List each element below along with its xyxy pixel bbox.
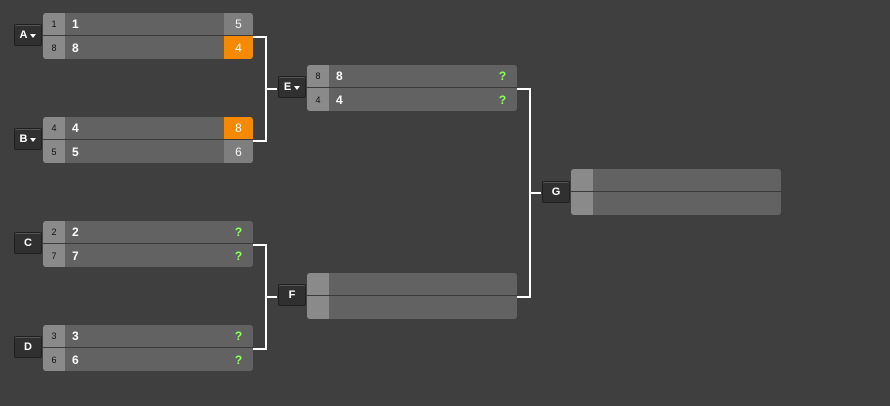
team-score[interactable] (488, 273, 517, 295)
chevron-down-icon (294, 85, 301, 90)
team-name: 6 (72, 352, 79, 367)
team-score-highlighted[interactable]: 4 (224, 36, 253, 59)
match-f (307, 273, 517, 319)
connector-c-out (253, 244, 267, 246)
chevron-down-icon (30, 33, 37, 38)
match-a-team-bottom[interactable]: 8 8 4 (43, 36, 253, 59)
connector-b-out (253, 140, 267, 142)
match-d-team-bottom[interactable]: 6 6 ? (43, 348, 253, 371)
team-seed (307, 296, 329, 319)
team-name: 1 (72, 17, 79, 31)
match-e-team-top[interactable]: 8 8 ? (307, 65, 517, 88)
match-label-text: D (24, 341, 32, 353)
match-label-text: C (24, 237, 32, 249)
connector-ab-to-e (265, 88, 277, 90)
team-seed (571, 169, 593, 191)
match-a-label-button[interactable]: A (14, 24, 42, 46)
team-seed: 2 (43, 221, 65, 243)
connector-cd-to-f (265, 296, 277, 298)
team-name: 4 (72, 121, 79, 135)
team-seed: 8 (43, 36, 65, 59)
team-score-unknown[interactable]: ? (234, 248, 243, 263)
connector-f-out (517, 296, 531, 298)
match-g (571, 169, 781, 215)
team-name: 8 (72, 40, 79, 55)
team-score[interactable] (488, 296, 517, 319)
match-c-team-top[interactable]: 2 2 ? (43, 221, 253, 244)
match-label-text: E (283, 81, 292, 93)
team-name: 3 (72, 329, 79, 343)
match-f-team-top[interactable] (307, 273, 517, 296)
connector-a-out (253, 36, 267, 38)
match-b-team-bottom[interactable]: 5 5 6 (43, 140, 253, 163)
match-d-label[interactable]: D (14, 336, 42, 358)
connector-e-out (517, 88, 531, 90)
connector-ef-to-g (529, 192, 541, 194)
team-seed: 6 (43, 348, 65, 371)
team-name: 5 (72, 144, 79, 159)
team-score[interactable]: 6 (224, 140, 253, 163)
team-score-unknown[interactable]: ? (498, 92, 507, 107)
match-d: 3 3 ? 6 6 ? (43, 325, 253, 371)
match-e-label-button[interactable]: E (278, 76, 306, 98)
connector-d-out (253, 348, 267, 350)
match-e-team-bottom[interactable]: 4 4 ? (307, 88, 517, 111)
team-seed: 5 (43, 140, 65, 163)
team-score-highlighted[interactable]: 8 (224, 117, 253, 139)
match-f-team-bottom[interactable] (307, 296, 517, 319)
match-f-label[interactable]: F (278, 284, 306, 306)
match-c-team-bottom[interactable]: 7 7 ? (43, 244, 253, 267)
team-score[interactable] (752, 192, 781, 215)
match-b-label-button[interactable]: B (14, 128, 42, 150)
team-seed: 7 (43, 244, 65, 267)
match-d-team-top[interactable]: 3 3 ? (43, 325, 253, 348)
match-c: 2 2 ? 7 7 ? (43, 221, 253, 267)
team-score[interactable]: 5 (224, 13, 253, 35)
match-g-team-bottom[interactable] (571, 192, 781, 215)
team-name: 7 (72, 248, 79, 263)
team-name: 8 (336, 69, 343, 83)
match-label-text: B (19, 133, 28, 145)
match-c-label[interactable]: C (14, 232, 42, 254)
team-seed (571, 192, 593, 215)
team-name: 4 (336, 92, 343, 107)
team-score-unknown[interactable]: ? (234, 329, 243, 343)
team-score-unknown[interactable]: ? (234, 225, 243, 239)
match-label-text: G (551, 186, 561, 198)
chevron-down-icon (30, 137, 37, 142)
team-seed (307, 273, 329, 295)
match-a-team-top[interactable]: 1 1 5 (43, 13, 253, 36)
team-score-unknown[interactable]: ? (234, 352, 243, 367)
team-seed: 1 (43, 13, 65, 35)
team-seed: 4 (307, 88, 329, 111)
team-score-unknown[interactable]: ? (498, 69, 507, 83)
match-a: 1 1 5 8 8 4 (43, 13, 253, 59)
match-label-text: F (288, 289, 296, 301)
team-seed: 4 (43, 117, 65, 139)
match-g-label[interactable]: G (542, 181, 570, 203)
team-score[interactable] (752, 169, 781, 191)
match-b: 4 4 8 5 5 6 (43, 117, 253, 163)
team-seed: 3 (43, 325, 65, 347)
team-name: 2 (72, 225, 79, 239)
match-label-text: A (19, 29, 28, 41)
match-b-team-top[interactable]: 4 4 8 (43, 117, 253, 140)
match-g-team-top[interactable] (571, 169, 781, 192)
team-seed: 8 (307, 65, 329, 87)
match-e: 8 8 ? 4 4 ? (307, 65, 517, 111)
